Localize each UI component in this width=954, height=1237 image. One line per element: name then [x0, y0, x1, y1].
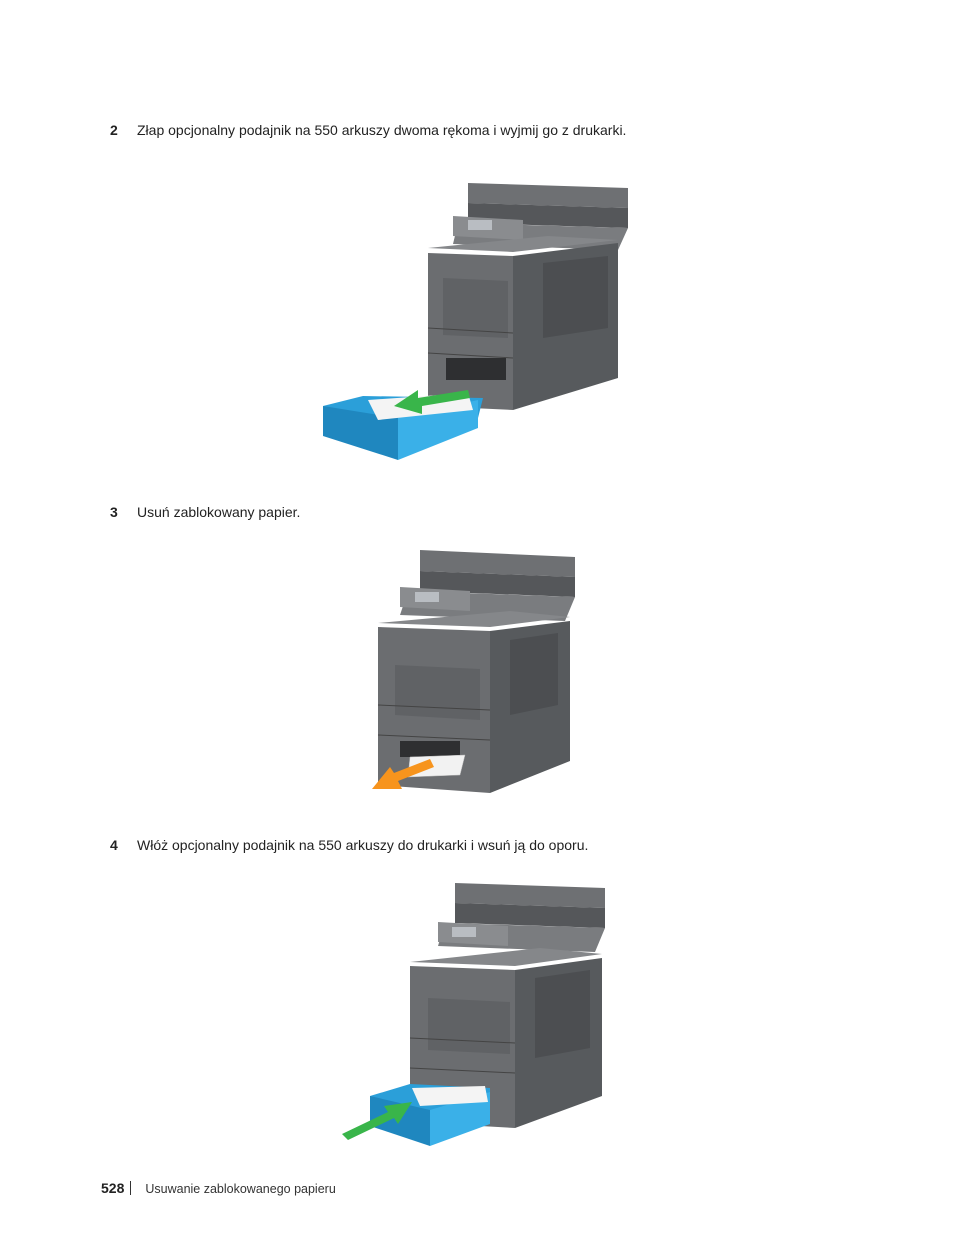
- step-2: 2 Złap opcjonalny podajnik na 550 arkuszy…: [110, 121, 626, 139]
- step-number: 2: [110, 122, 118, 138]
- step-number: 3: [110, 504, 118, 520]
- printer-remove-jammed-paper-illustration: [372, 550, 575, 793]
- step-text: Włóż opcjonalny podajnik na 550 arkuszy …: [137, 837, 589, 853]
- page-footer: 528 Usuwanie zablokowanego papieru: [101, 1180, 336, 1196]
- step-3: 3 Usuń zablokowany papier.: [110, 503, 300, 521]
- step-text: Usuń zablokowany papier.: [137, 504, 301, 520]
- printer-tray-removal-illustration: [323, 183, 628, 460]
- step-4: 4 Włóż opcjonalny podajnik na 550 arkuszy…: [110, 836, 588, 854]
- section-title: Usuwanie zablokowanego papieru: [145, 1182, 336, 1196]
- step-text: Złap opcjonalny podajnik na 550 arkuszy …: [137, 122, 627, 138]
- printer-tray-insert-illustration: [342, 883, 605, 1146]
- step-number: 4: [110, 837, 118, 853]
- page-number: 528: [101, 1180, 125, 1196]
- footer-divider: [130, 1181, 132, 1195]
